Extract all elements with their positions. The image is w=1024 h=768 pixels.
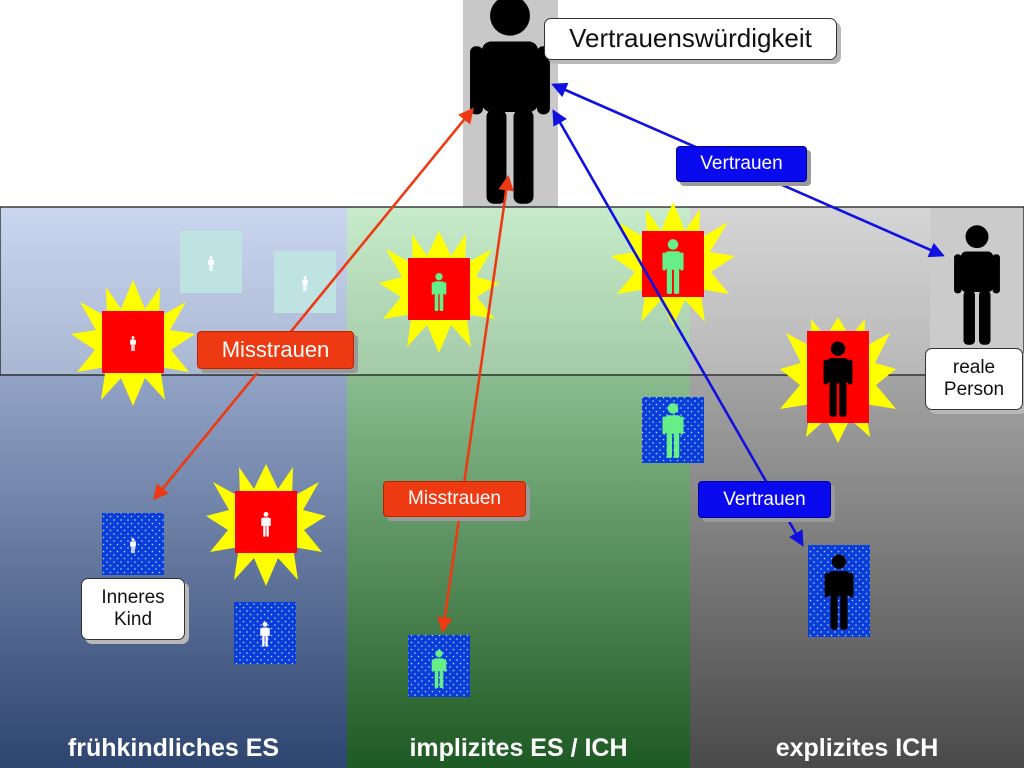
- distrust-arrow-left: [153, 107, 474, 501]
- distrust-arrow-middle: [437, 174, 514, 634]
- burst-right-middle: [780, 317, 896, 443]
- trust-arrow-lower: [552, 109, 804, 547]
- inner-child-label-line-2: Kind: [113, 609, 153, 630]
- trust-label-top: Vertrauen: [676, 146, 807, 182]
- column-title-middle: implizites ES / ICH: [409, 733, 628, 762]
- column-title-right: explizites ICH: [775, 733, 939, 762]
- real-person-label-line-2: Person: [943, 379, 1005, 400]
- trust-label-bottom: Vertrauen: [698, 481, 831, 518]
- distrust-label-left: Misstrauen: [197, 331, 354, 369]
- burst-left-lower: [206, 464, 326, 586]
- distrust-label-middle: Misstrauen: [383, 481, 526, 517]
- column-title-left: frühkindliches ES: [67, 733, 280, 762]
- trustworthiness-label: Vertrauenswürdigkeit: [544, 18, 837, 60]
- inner-child-label-line-1: Inneres: [101, 587, 165, 609]
- real-person-label: reale Person: [925, 348, 1023, 410]
- real-person-label-line-1: reale: [952, 357, 996, 379]
- inner-child-label: Inneres Kind: [81, 578, 185, 640]
